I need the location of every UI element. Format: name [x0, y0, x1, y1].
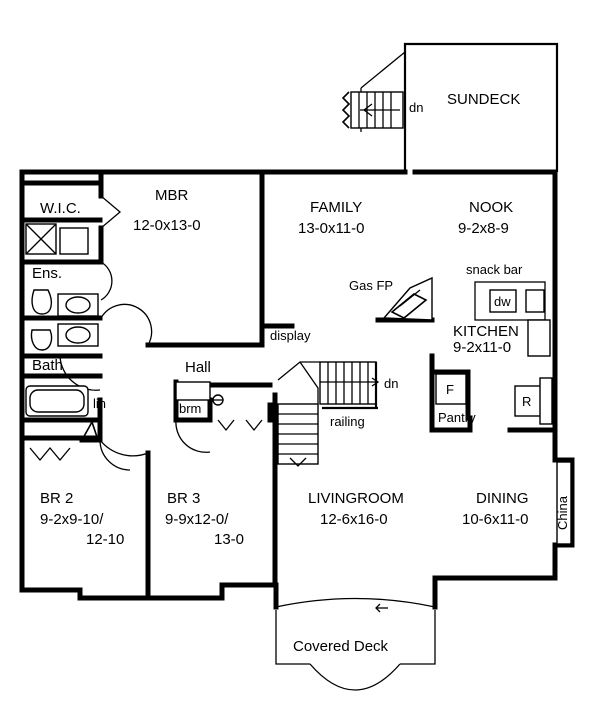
dim-nook: 9-2x8-9 — [458, 220, 509, 237]
gas-fireplace — [382, 276, 433, 321]
label-pantry: Pantry — [438, 410, 476, 425]
label-hall: Hall — [185, 359, 211, 376]
kitchen-fixtures — [435, 281, 553, 425]
label-gas-fp: Gas FP — [349, 278, 393, 293]
dim-br2-alt: 12-10 — [86, 531, 124, 548]
dim-br2: 9-2x9-10/ — [40, 511, 104, 528]
dim-dining: 10-6x11-0 — [462, 511, 528, 528]
main-staircase — [277, 361, 380, 467]
label-range: R — [522, 394, 531, 409]
label-bath: Bath — [32, 357, 63, 374]
dim-livingroom: 12-6x16-0 — [320, 511, 388, 528]
label-dw: dw — [494, 294, 511, 309]
label-livingroom: LIVINGROOM — [308, 490, 404, 507]
doors — [29, 195, 263, 471]
label-railing: railing — [330, 414, 365, 429]
label-dn-stair: dn — [384, 376, 398, 391]
label-china: China — [555, 495, 570, 530]
covered-deck — [275, 597, 436, 691]
dim-family: 13-0x11-0 — [298, 220, 364, 237]
label-kitchen: KITCHEN — [453, 323, 519, 340]
label-broom: brm — [179, 401, 201, 416]
dim-kitchen: 9-2x11-0 — [453, 339, 511, 356]
label-snack-bar: snack bar — [466, 262, 523, 277]
label-br2: BR 2 — [40, 490, 73, 507]
label-nook: NOOK — [469, 199, 513, 216]
label-br3: BR 3 — [167, 490, 200, 507]
bath-fixtures — [25, 223, 100, 441]
closets — [175, 381, 224, 406]
label-fridge: F — [446, 382, 454, 397]
label-dining: DINING — [476, 490, 529, 507]
label-linen: lin — [93, 396, 106, 411]
room-labels: SUNDECK dn W.I.C. MBR 12-0x13-0 FAMILY 1… — [32, 91, 570, 655]
dim-br3-alt: 13-0 — [214, 531, 244, 548]
label-display: display — [270, 328, 311, 343]
label-covered-deck: Covered Deck — [293, 638, 389, 655]
label-ensuite: Ens. — [32, 265, 62, 282]
sundeck — [341, 42, 559, 172]
label-wic: W.I.C. — [40, 200, 81, 217]
label-sundeck: SUNDECK — [447, 91, 520, 108]
label-mbr: MBR — [155, 187, 189, 204]
label-dn-deck: dn — [409, 100, 423, 115]
label-family: FAMILY — [310, 199, 362, 216]
exterior-walls — [19, 169, 575, 610]
dim-br3: 9-9x12-0/ — [165, 511, 229, 528]
dim-mbr: 12-0x13-0 — [133, 217, 201, 234]
